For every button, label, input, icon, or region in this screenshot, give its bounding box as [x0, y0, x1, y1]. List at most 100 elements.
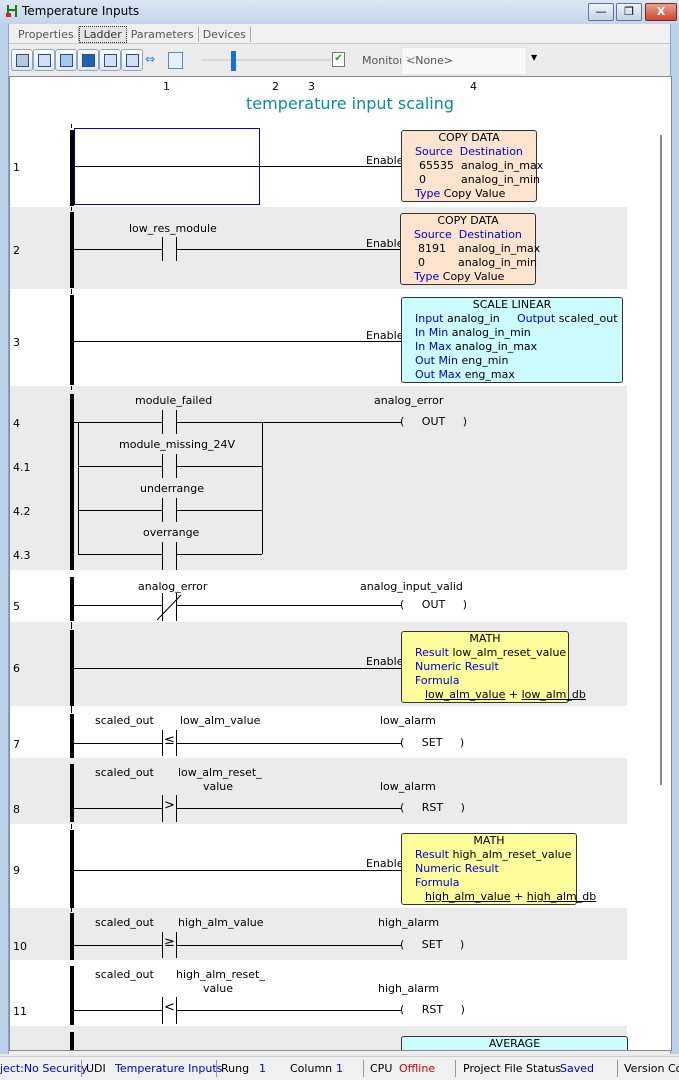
rung-2[interactable]: 2 low_res_module Enable COPY DATA Source…	[10, 207, 627, 289]
close-icon: X	[656, 5, 666, 18]
enable-label: Enable	[366, 154, 404, 167]
view-normal-button[interactable]	[11, 49, 33, 71]
minimize-icon: —	[595, 5, 607, 18]
source-header: Source	[414, 228, 452, 241]
enable-label: Enable	[366, 329, 404, 342]
nc-contact[interactable]	[156, 593, 182, 621]
close-button[interactable]: X	[645, 3, 677, 21]
power-rail	[70, 764, 74, 822]
ladder-canvas[interactable]: 1 2 3 4 temperature input scaling 1 Enab…	[9, 76, 672, 1051]
vertical-scrollbar[interactable]	[658, 121, 664, 785]
destination-value: analog_in_max	[461, 159, 544, 172]
view-tree-button[interactable]	[33, 49, 55, 71]
enable-label: Enable	[366, 655, 404, 668]
rung-number: 11	[13, 1005, 27, 1018]
coil-type: RST	[421, 1003, 444, 1016]
zoom-slider-track[interactable]	[201, 59, 331, 61]
rung-9[interactable]: 9 Enable MATH Result high_alm_reset_valu…	[10, 824, 627, 908]
block-title: COPY DATA	[438, 131, 500, 144]
text-view-button[interactable]	[77, 49, 99, 71]
block-title: AVERAGE	[488, 1037, 541, 1050]
power-rail	[70, 1032, 74, 1050]
compare-contact[interactable]: >	[162, 795, 177, 822]
destination-header: Destination	[458, 228, 522, 241]
compare-operand-b-cont: value	[203, 780, 234, 793]
rung-7[interactable]: 7 scaled_out low_alm_value ≤ low_alarm (…	[10, 706, 627, 758]
contact-tag: underrange	[140, 482, 205, 495]
block-title: MATH	[473, 834, 505, 847]
minimize-button[interactable]: —	[588, 3, 614, 21]
scrollbar-thumb[interactable]	[660, 135, 662, 785]
rung-4[interactable]: 4 4.1 4.2 4.3 module_failed module_missi…	[10, 386, 627, 570]
no-contact[interactable]	[162, 410, 177, 434]
no-contact[interactable]	[162, 542, 177, 570]
rung-8[interactable]: 8 scaled_out low_alm_reset_ value > low_…	[10, 758, 627, 824]
reset-coil[interactable]: ( RST )	[400, 1003, 465, 1016]
coil-tag: high_alarm	[378, 916, 440, 929]
tab-ladder[interactable]: Ladder	[78, 26, 127, 43]
output-value: scaled_out	[558, 312, 618, 325]
average-block[interactable]: AVERAGE	[401, 1036, 628, 1050]
compare-contact[interactable]: ≤	[162, 730, 177, 756]
rung-5[interactable]: 5 analog_error analog_input_valid ( OUT …	[10, 570, 627, 622]
restore-button[interactable]: ❐	[616, 3, 642, 21]
column-label: Column	[290, 1062, 333, 1075]
less-than-icon: <	[164, 1000, 175, 1015]
view-expanded-button[interactable]	[55, 49, 77, 71]
compare-contact[interactable]: <	[162, 997, 177, 1024]
compare-operand-b: high_alm_value	[178, 916, 264, 929]
list-view-button[interactable]	[99, 49, 121, 71]
project-file-status-label: Project File Status	[463, 1062, 562, 1075]
rung-number: 4.3	[13, 549, 31, 562]
tab-properties[interactable]: Properties	[14, 27, 79, 42]
in-max-label: In Max	[415, 340, 452, 353]
math-block[interactable]: MATH Result low_alm_reset_value Numeric …	[401, 631, 586, 703]
source-value: 0	[418, 256, 425, 269]
set-coil[interactable]: ( SET )	[400, 938, 465, 951]
outline-view-button[interactable]	[121, 49, 143, 71]
reset-coil[interactable]: ( RST )	[400, 801, 465, 814]
power-rail	[70, 130, 74, 206]
coil-tag: high_alarm	[378, 982, 440, 995]
toolbar-overflow-arrow-icon[interactable]: ▼	[531, 53, 538, 62]
output-coil[interactable]: ( OUT )	[400, 415, 467, 428]
no-contact[interactable]	[162, 237, 177, 261]
math-block[interactable]: MATH Result high_alm_reset_value Numeric…	[401, 833, 596, 905]
rung-number: 6	[13, 662, 20, 675]
in-min-value: analog_in_min	[451, 326, 531, 339]
type-label: Type	[414, 270, 440, 283]
expand-horizontal-icon[interactable]: ⇔	[145, 52, 156, 66]
coil-type: OUT	[421, 598, 446, 611]
no-contact[interactable]	[162, 454, 177, 478]
type-value: Copy Value	[443, 187, 506, 200]
rung-number: 4	[13, 417, 20, 430]
selection-cursor[interactable]	[74, 128, 260, 205]
restore-icon: ❐	[624, 5, 634, 18]
rung-12[interactable]: AVERAGE	[10, 1026, 628, 1050]
rung-10[interactable]: 10 scaled_out high_alm_value ≥ high_alar…	[10, 908, 627, 960]
rung-11[interactable]: 11 scaled_out high_alm_reset_ value < hi…	[10, 960, 627, 1026]
fit-page-icon[interactable]	[168, 52, 183, 69]
rung-6[interactable]: 6 Enable MATH Result low_alm_reset_value…	[10, 622, 627, 706]
no-contact[interactable]	[162, 498, 177, 522]
contact-tag: analog_error	[138, 580, 208, 593]
set-coil[interactable]: ( SET )	[400, 736, 465, 749]
monitor-dropdown[interactable]: <None> ﹀	[401, 47, 527, 75]
type-value: Copy Value	[442, 270, 505, 283]
zoom-slider-thumb[interactable]	[230, 51, 236, 71]
compare-contact[interactable]: ≥	[162, 932, 177, 958]
chevron-down-icon: ﹀	[406, 57, 416, 68]
tab-parameters[interactable]: Parameters	[127, 27, 199, 42]
monitor-checkbox[interactable]: ✔	[332, 52, 345, 67]
ladder-app-icon	[6, 5, 17, 17]
enable-label: Enable	[366, 237, 404, 250]
compare-operand-b: low_alm_value	[180, 714, 261, 727]
rung-1[interactable]: 1 Enable COPY DATA Source Destination 65…	[10, 124, 627, 207]
output-coil[interactable]: ( OUT )	[400, 598, 467, 611]
tab-devices[interactable]: Devices	[199, 27, 252, 42]
